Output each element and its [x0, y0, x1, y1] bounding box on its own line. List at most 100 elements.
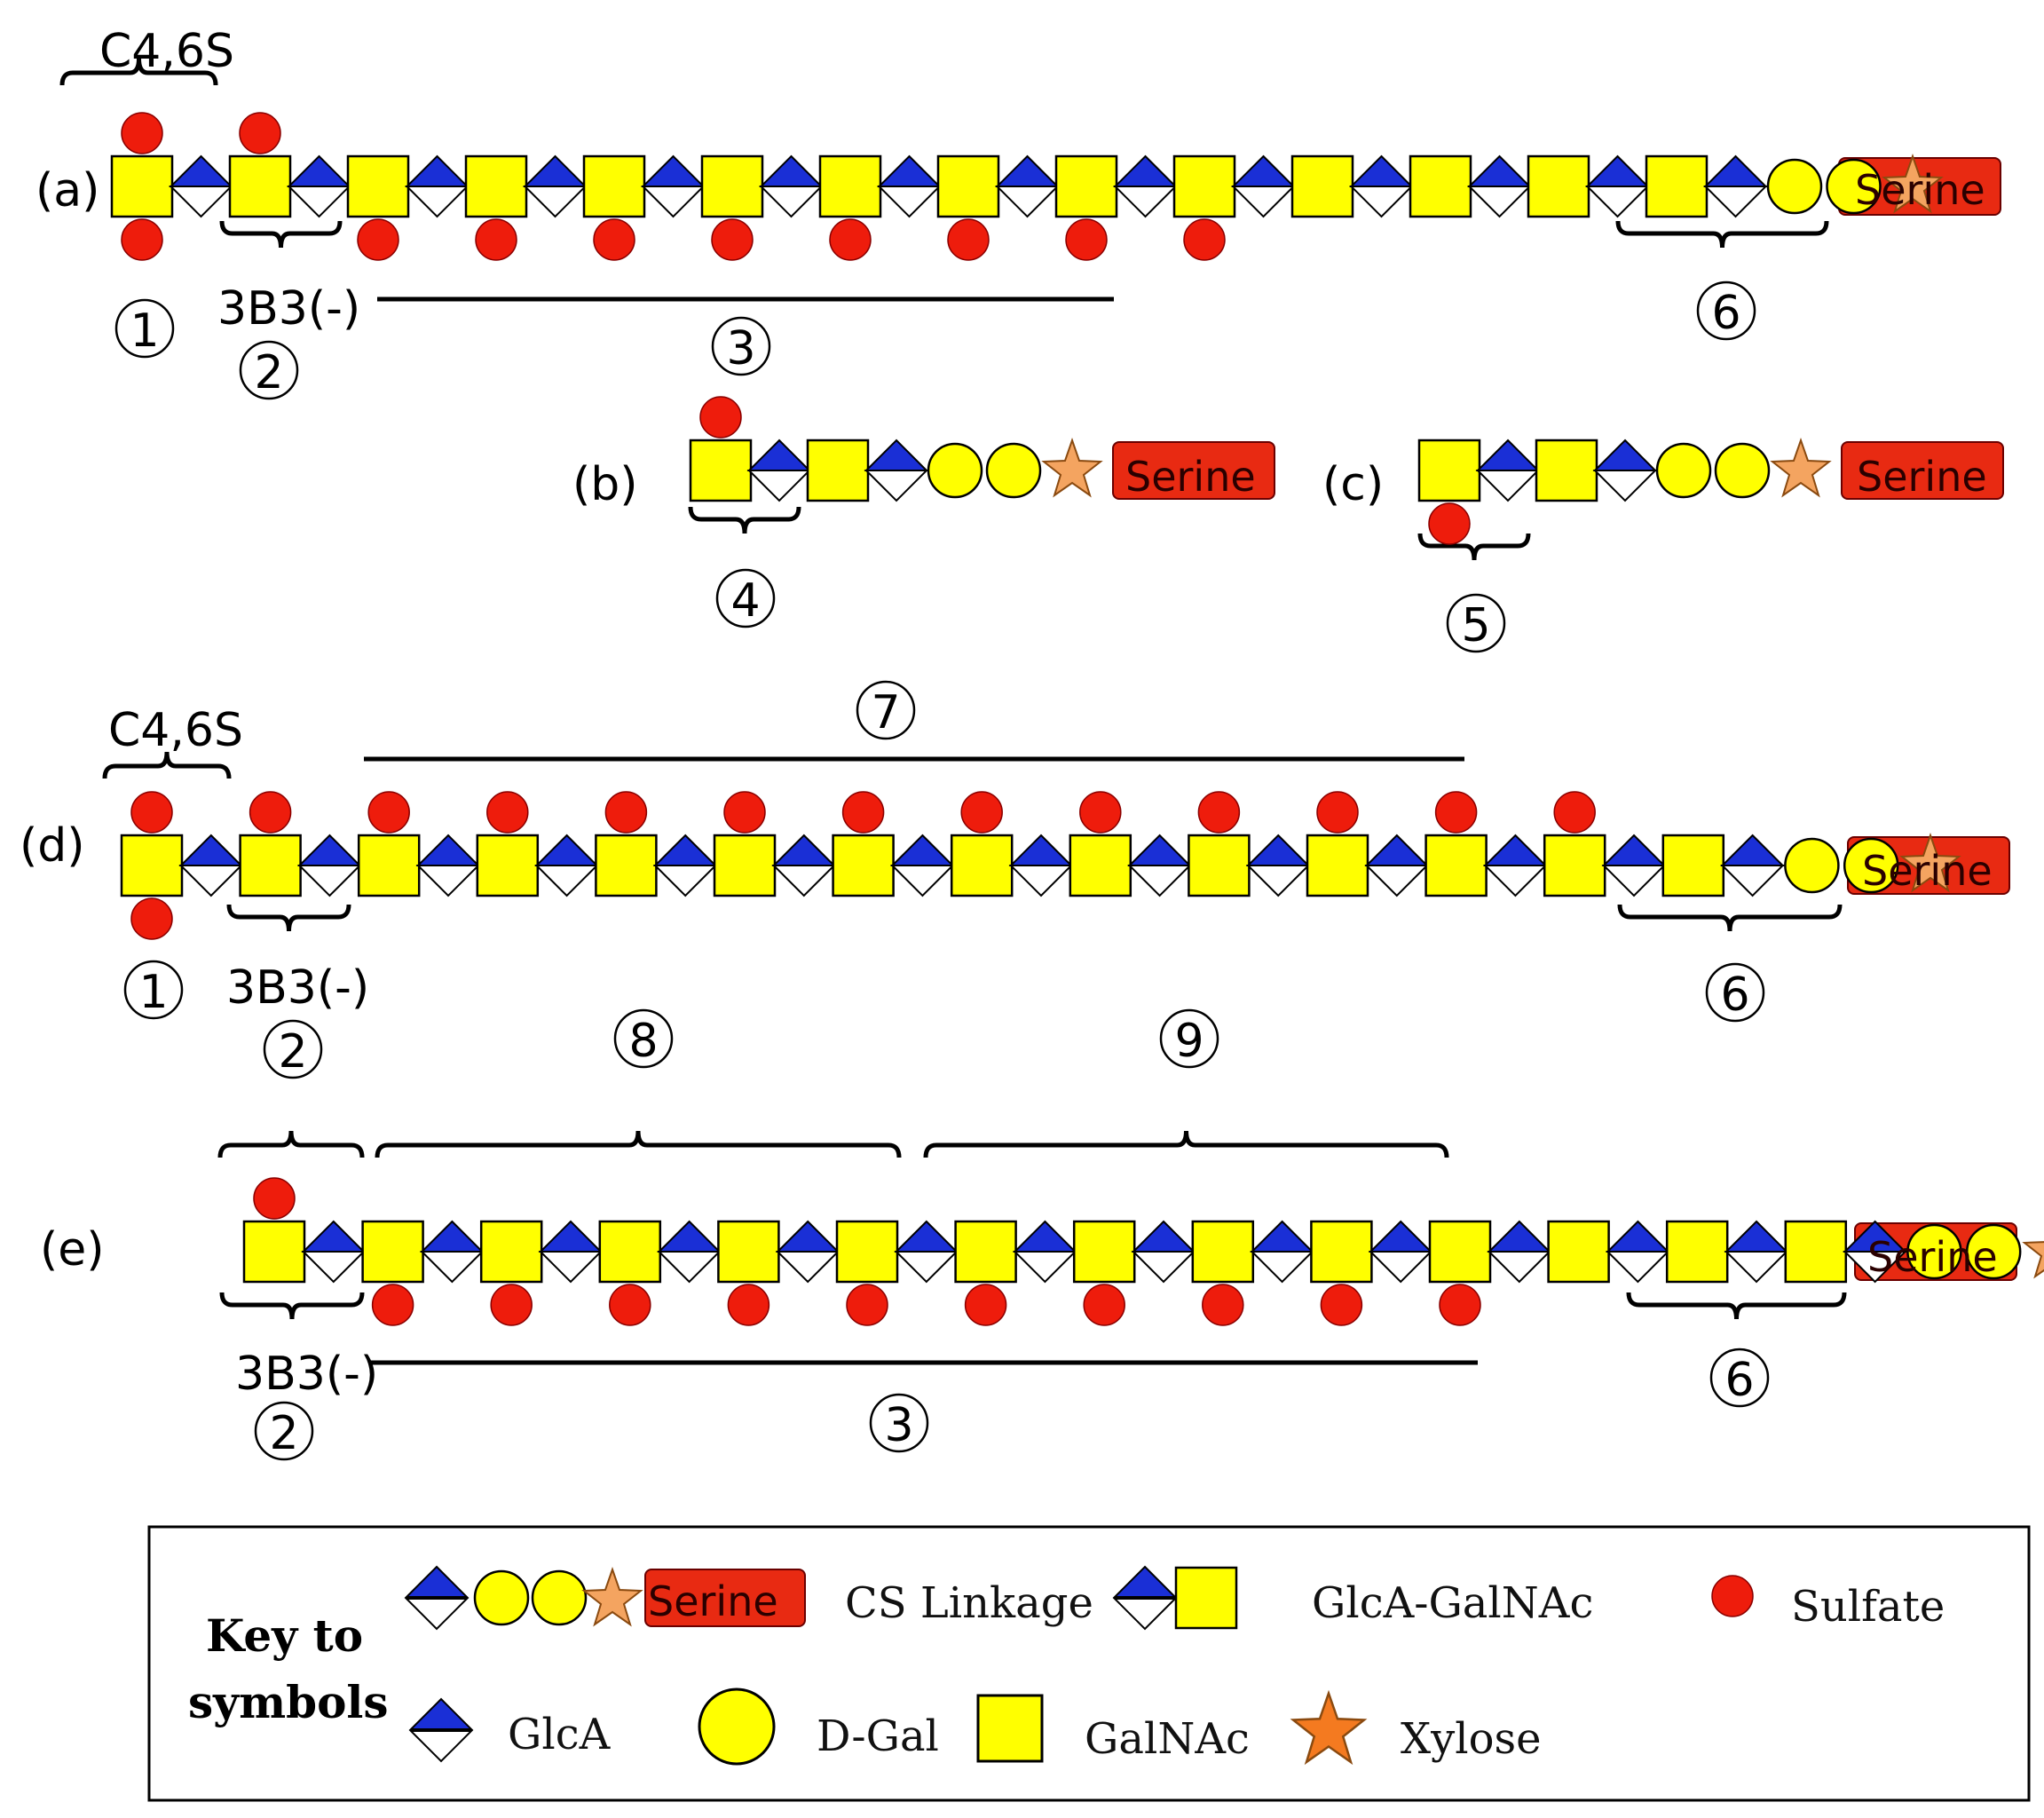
marker-7-d: 7 [856, 680, 916, 740]
galnac-square-a-6 [464, 154, 528, 218]
marker-1-d: 1 [123, 960, 184, 1020]
galnac-square-d-20 [1306, 834, 1369, 897]
galnac-square-a-12 [818, 154, 882, 218]
sulfate-bottom-e-20 [1439, 1284, 1481, 1326]
sulfate-bottom-a-16 [1065, 218, 1108, 261]
svg-text:2: 2 [269, 1407, 298, 1460]
sulfate-bottom-a-4 [357, 218, 399, 261]
glca-diamond-a-23 [1468, 155, 1531, 217]
glca-diamond-d-13 [891, 834, 954, 897]
svg-text:9: 9 [1174, 1015, 1204, 1068]
glca-diamond-c-1 [1477, 439, 1539, 502]
dgal-circle-b-5 [985, 442, 1042, 499]
marker-2-d: 2 [263, 1019, 323, 1079]
svg-text:7: 7 [871, 686, 900, 739]
galnac-square-e-18 [1310, 1220, 1373, 1284]
sulfate-bottom-e-6 [609, 1284, 651, 1326]
galnac-square-a-24 [1527, 154, 1590, 218]
glca-diamond-d-1 [179, 834, 242, 897]
sulfate-top-d-14 [960, 791, 1003, 834]
dgal-circle-a-28 [1766, 158, 1823, 215]
glca-diamond-d-21 [1365, 834, 1428, 897]
marker-9-e: 9 [1159, 1008, 1219, 1069]
sulfate-top-e-0 [253, 1177, 296, 1220]
sulfate-top-a-0 [121, 112, 163, 154]
galnac-square-e-10 [835, 1220, 899, 1284]
marker-5-c: 5 [1446, 593, 1506, 653]
sulfate-top-b-0 [699, 396, 742, 439]
key-title-line1: Key to [206, 1609, 363, 1662]
svg-text:3: 3 [726, 322, 755, 375]
glca-diamond-e-23 [1606, 1221, 1669, 1283]
glca-diamond-e-25 [1725, 1221, 1788, 1283]
galnac-square-a-10 [700, 154, 764, 218]
galnac-square-e-24 [1665, 1220, 1729, 1284]
glca-diamond-a-19 [1232, 155, 1295, 217]
sulfate-top-d-18 [1197, 791, 1241, 834]
serine-label-e: Serine [1867, 1233, 1998, 1281]
galnac-square-b-0 [689, 439, 753, 502]
key-dgal-label: D-Gal [817, 1711, 939, 1761]
glca-diamond-d-3 [298, 834, 361, 897]
glca-diamond-a-5 [406, 155, 469, 217]
row-e-label: (e) [40, 1223, 105, 1277]
serine-label-a: Serine [1855, 166, 1985, 214]
galnac-square-e-0 [242, 1220, 306, 1284]
glca-diamond-e-1 [302, 1221, 365, 1283]
glca-diamond-e-13 [1014, 1221, 1077, 1283]
marker-4-b: 4 [715, 568, 776, 628]
key-sulfate-label: Sulfate [1791, 1582, 1945, 1632]
sulfate-bottom-a-10 [711, 218, 754, 261]
glca-diamond-e-3 [421, 1221, 484, 1283]
glca-diamond-e-9 [777, 1221, 840, 1283]
bracket-c46s-a [59, 58, 218, 86]
svg-text:3: 3 [884, 1399, 913, 1452]
galnac-square-d-0 [120, 834, 184, 897]
sulfate-top-d-16 [1079, 791, 1122, 834]
bracket-3b3-d [226, 904, 351, 932]
galnac-square-e-2 [361, 1220, 424, 1284]
sulfate-top-d-12 [841, 791, 885, 834]
sulfate-bottom-e-10 [846, 1284, 888, 1326]
glca-diamond-a-27 [1704, 155, 1767, 217]
sulfate-bottom-e-12 [964, 1284, 1007, 1326]
galnac-square-a-8 [582, 154, 646, 218]
glca-diamond-e-15 [1132, 1221, 1195, 1283]
sulfate-bottom-e-8 [727, 1284, 770, 1326]
key-glca-label: GlcA [508, 1710, 612, 1759]
sulfate-bottom-c-0 [1428, 502, 1471, 545]
xylose-star-c-6 [1772, 439, 1830, 496]
marker-6-a: 6 [1696, 281, 1756, 341]
galnac-icon [976, 1694, 1044, 1763]
row-a-label: (a) [36, 164, 99, 217]
glca-diamond-a-17 [1114, 155, 1177, 217]
bracket-c46s-d [102, 751, 232, 779]
glca-diamond-d-11 [772, 834, 835, 897]
sulfate-bottom-e-18 [1320, 1284, 1363, 1326]
galnac-square-c-0 [1417, 439, 1481, 502]
glca-diamond-a-7 [524, 155, 587, 217]
sulfate-bottom-e-4 [490, 1284, 533, 1326]
svg-text:5: 5 [1461, 599, 1490, 652]
galnac-square-e-16 [1191, 1220, 1255, 1284]
bracket-3b3-a [219, 220, 343, 249]
key-galnac-label: GalNAc [1085, 1714, 1250, 1764]
galnac-square-e-8 [717, 1220, 780, 1284]
svg-text:1: 1 [130, 304, 159, 358]
galnac-square-e-12 [954, 1220, 1017, 1284]
galnac-square-e-26 [1784, 1220, 1848, 1284]
glca-diamond-a-3 [288, 155, 351, 217]
glca-diamond-e-7 [658, 1221, 721, 1283]
serine-label-c: Serine [1857, 453, 1987, 501]
glca-diamond-a-11 [760, 155, 823, 217]
key-serine-text: Serine [648, 1577, 778, 1625]
glca-diamond-d-23 [1484, 834, 1547, 897]
galnac-square-a-18 [1172, 154, 1236, 218]
galnac-square-a-2 [228, 154, 292, 218]
svg-text:6: 6 [1720, 968, 1749, 1022]
sulfate-bottom-a-8 [593, 218, 635, 261]
sulfate-top-d-20 [1316, 791, 1359, 834]
glca-diamond-a-25 [1586, 155, 1649, 217]
dgal-circle-c-4 [1655, 442, 1712, 499]
residues-layer [110, 112, 2044, 1326]
